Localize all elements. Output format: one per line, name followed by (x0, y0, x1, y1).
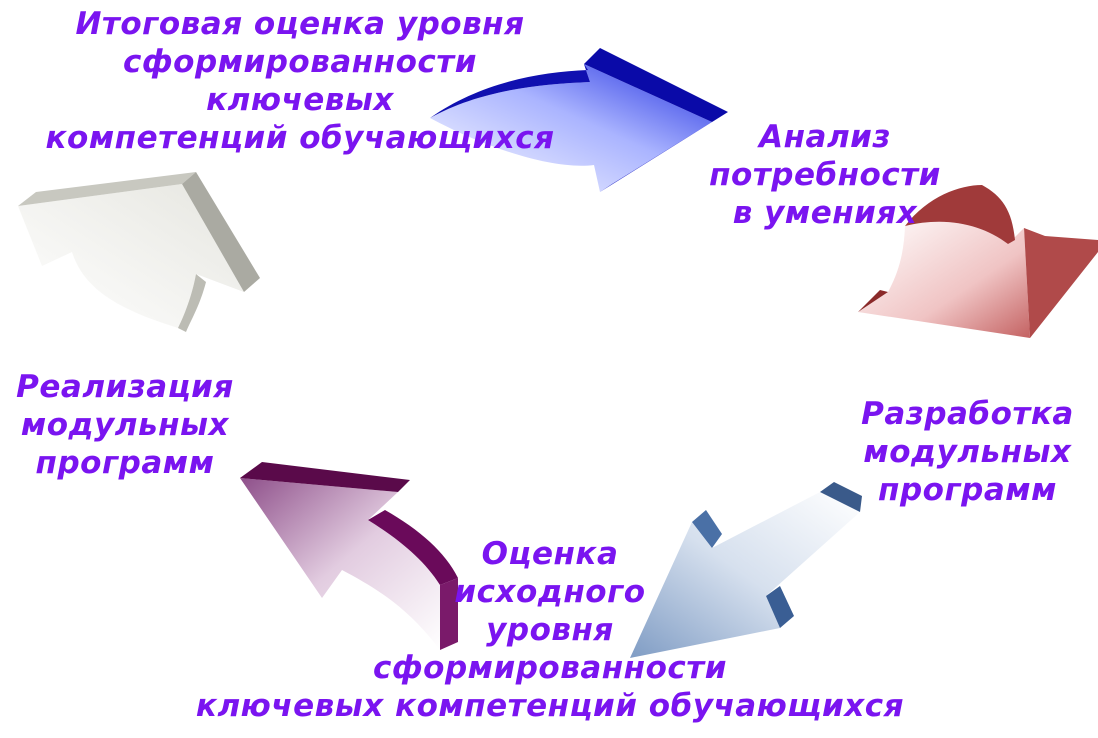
arrow-implementation-to-final (18, 172, 260, 332)
step-development-label: Разработка модульных программ (861, 396, 1074, 508)
arrow-development-to-initial (630, 482, 862, 658)
arrow-initial-to-implementation (240, 462, 458, 650)
step-implementation-label: Реализация модульных программ (16, 369, 234, 481)
arrow-analysis-to-development (858, 185, 1098, 338)
step-final-label: Итоговая оценка уровня сформированности … (45, 6, 555, 156)
arrow-final-to-analysis (430, 48, 728, 192)
step-initial-label: Оценка исходного уровня сформированности… (195, 536, 905, 724)
step-analysis-label: Анализ потребности в умениях (709, 119, 941, 231)
